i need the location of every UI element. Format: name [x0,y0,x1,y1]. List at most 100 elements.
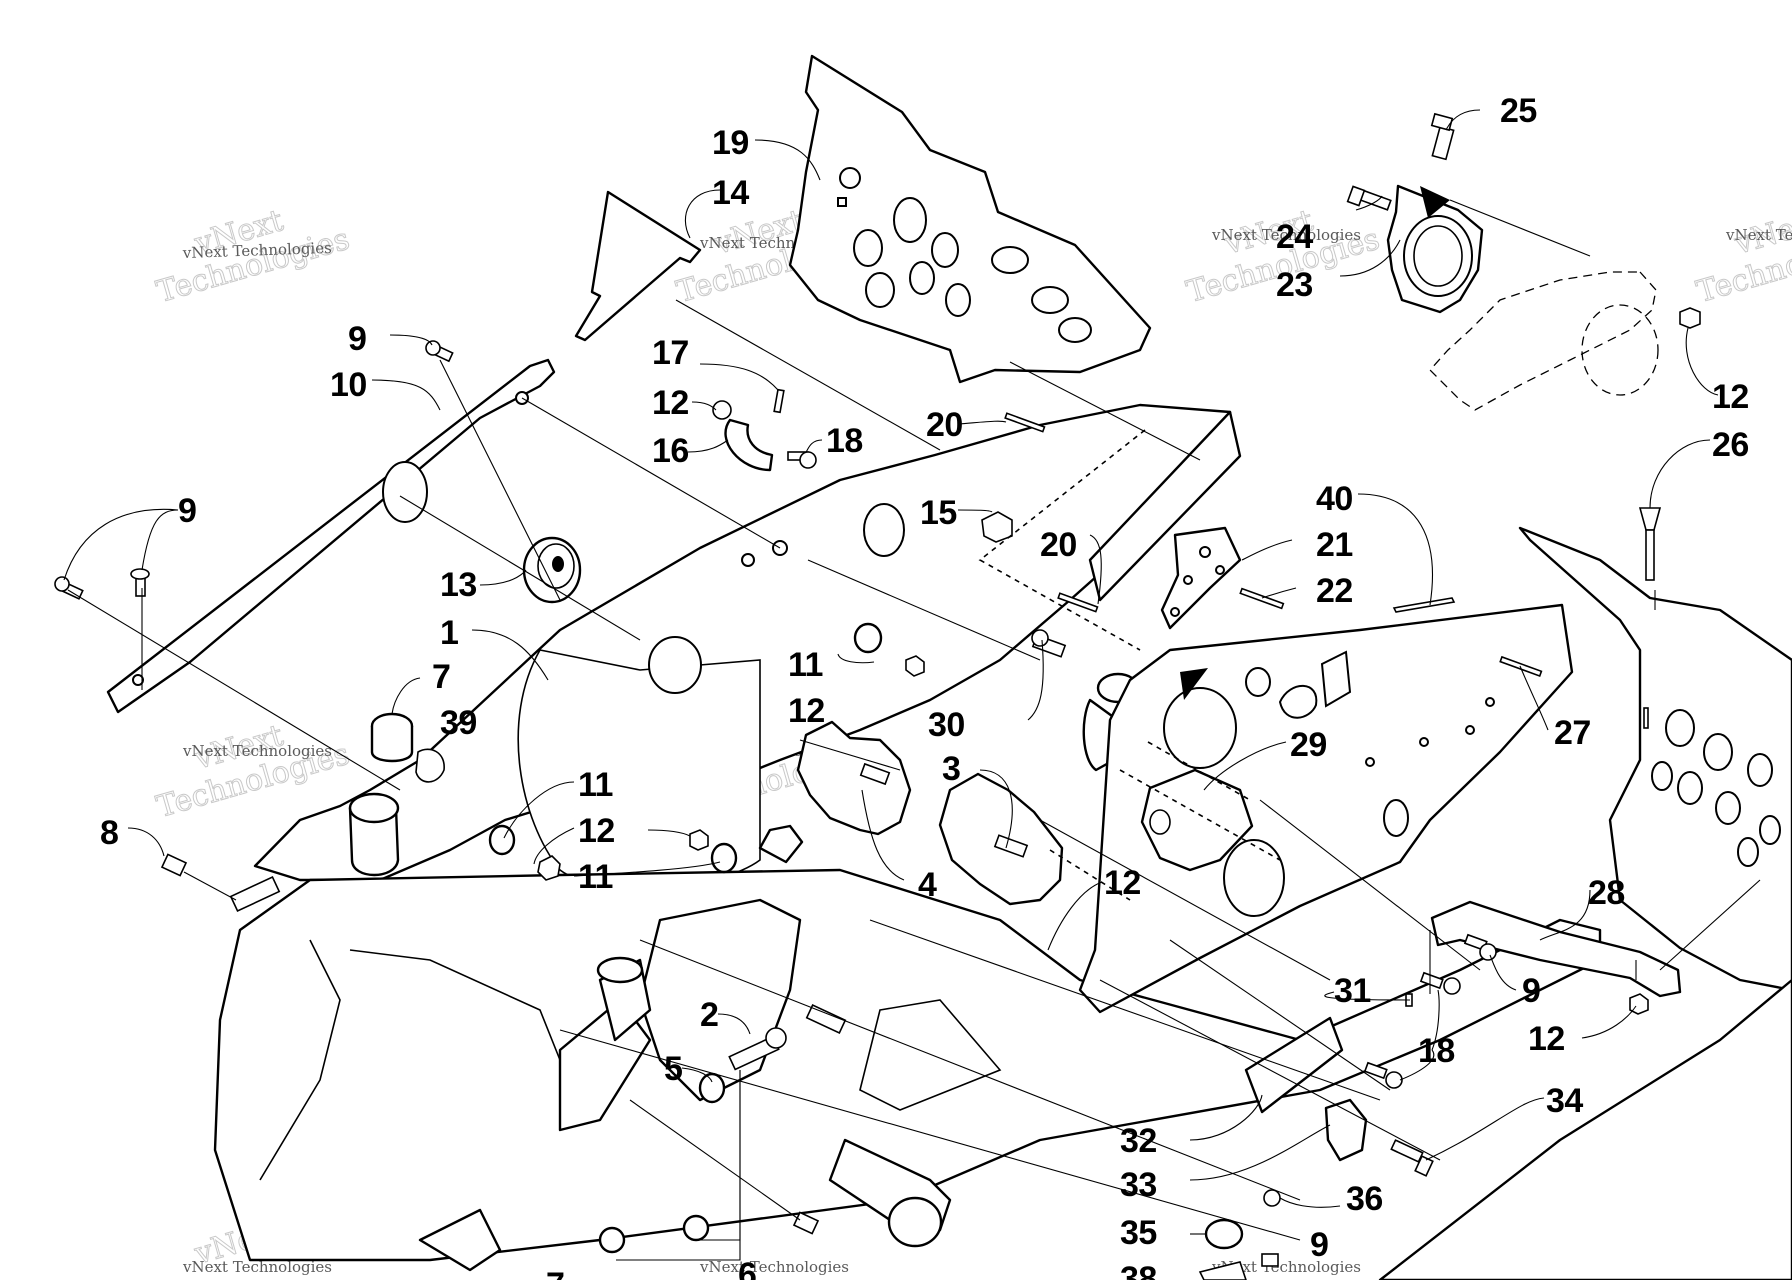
part-36-washer [1263,1189,1281,1207]
callout-25: 25 [1500,92,1537,130]
callout-12: 12 [652,384,689,422]
callout-35: 35 [1120,1214,1157,1252]
callout-9: 9 [1522,972,1540,1010]
callout-40: 40 [1316,480,1353,518]
part-24-bolt [1346,185,1392,211]
callout-12: 12 [578,812,615,850]
callout-5: 5 [664,1050,682,1088]
watermark-text: vNext Technologies [182,239,333,262]
part-39-clip [415,748,445,783]
part-18-bolt [1419,971,1461,995]
part-12-washer [712,400,732,420]
part-3-plate [938,772,1064,906]
ghost-outline-plate [1429,271,1657,411]
part-23-bearing-flange [1386,184,1484,314]
part-9-bolt [1463,933,1497,961]
part-washer [682,1214,710,1242]
part-8-stud [160,853,281,913]
part-11-washer [853,622,883,654]
watermark-text: vNext Technologies [1725,226,1792,244]
part-9-bolt [425,340,454,363]
part-18-bolt [787,451,817,469]
callout-21: 21 [1316,526,1353,564]
callout-26: 26 [1712,426,1749,464]
callout-17: 17 [652,334,689,372]
callout-24: 24 [1276,218,1313,256]
callout-27: 27 [1554,714,1591,752]
part-lower-frame [213,868,1602,1272]
callout-20: 20 [1040,526,1077,564]
part-33-block [1324,1098,1368,1162]
callout-1: 1 [440,614,458,652]
part-35-knob [1204,1218,1244,1250]
part-38-bracket [1198,1261,1247,1280]
part-25-bolt [1430,112,1455,161]
part-rubber-mount [758,824,804,864]
part-20-rivet [1057,592,1099,613]
callout-12: 12 [1528,1020,1565,1058]
part-16-clamp [724,418,774,472]
callout-38: 38 [1120,1260,1157,1280]
watermark: vNext Technologies [1692,203,1792,311]
part-22-rivet [1239,587,1285,610]
callout-8: 8 [100,814,118,852]
callout-28: 28 [1588,874,1625,912]
part-13-grommet [522,536,582,604]
callout-2: 2 [700,996,718,1034]
callout-39: 39 [440,704,477,742]
part-7-bushing [370,712,414,763]
callout-12: 12 [788,692,825,730]
callout-16: 16 [652,432,689,470]
part-12-nut [537,855,561,881]
callout-labels: 25 1 9 14 24 2 3 9 10 17 12 18 16 20 12 26… [100,92,1749,1280]
part-12-nut [905,655,925,677]
part-30-elbow [1031,629,1140,772]
part-11-washer [488,824,516,856]
part-2-bolt [728,1027,787,1071]
callout-10: 10 [330,366,367,404]
part-14-plate [574,190,702,342]
part-40-strip [1392,597,1456,613]
leader-lines [63,109,1761,1261]
callout-15: 15 [920,494,957,532]
callout-11: 11 [578,766,613,804]
callout-9: 9 [178,492,196,530]
callout-7: 7 [432,658,450,696]
part-21-plate [1160,526,1242,630]
part-12-nut [1679,307,1701,329]
part-9-bolt [1261,1253,1279,1267]
part-washer [598,1226,626,1254]
part-34-bolt [1390,1139,1434,1177]
part-stud [792,1211,820,1235]
callout-4: 4 [918,866,937,904]
callout-12: 12 [1104,864,1141,902]
callout-32: 32 [1120,1122,1157,1160]
part-26-pin [1638,507,1662,581]
callout-18: 18 [1418,1032,1455,1070]
part-2-stud [805,1003,847,1035]
callout-13: 13 [440,566,477,604]
watermark-text: vNext Technologies [182,1258,332,1276]
part-18-bolt [1363,1061,1403,1089]
part-10-crossbar [106,358,556,714]
callout-6: 6 [738,1256,756,1280]
callout-34: 34 [1546,1082,1583,1120]
callout-9: 9 [1310,1226,1328,1264]
callout-18: 18 [826,422,863,460]
callout-36: 36 [1346,1180,1383,1218]
callout-30: 30 [928,706,965,744]
part-11-washer [710,842,738,874]
part-9-bolt [54,576,84,600]
part-5-washer [698,1072,726,1104]
callout-14: 14 [712,174,749,212]
watermark-text: vNext Technologies [1211,1258,1361,1276]
part-right-panel [1518,526,1792,992]
callout-12: 12 [1712,378,1749,416]
callout-33: 33 [1120,1166,1157,1204]
ghost-outline-hole [1581,304,1659,396]
callout-7: 7 [546,1266,564,1280]
part-rear-frame [1378,978,1792,1280]
callout-3: 3 [942,750,960,788]
part-19-shield-plate [788,54,1152,384]
